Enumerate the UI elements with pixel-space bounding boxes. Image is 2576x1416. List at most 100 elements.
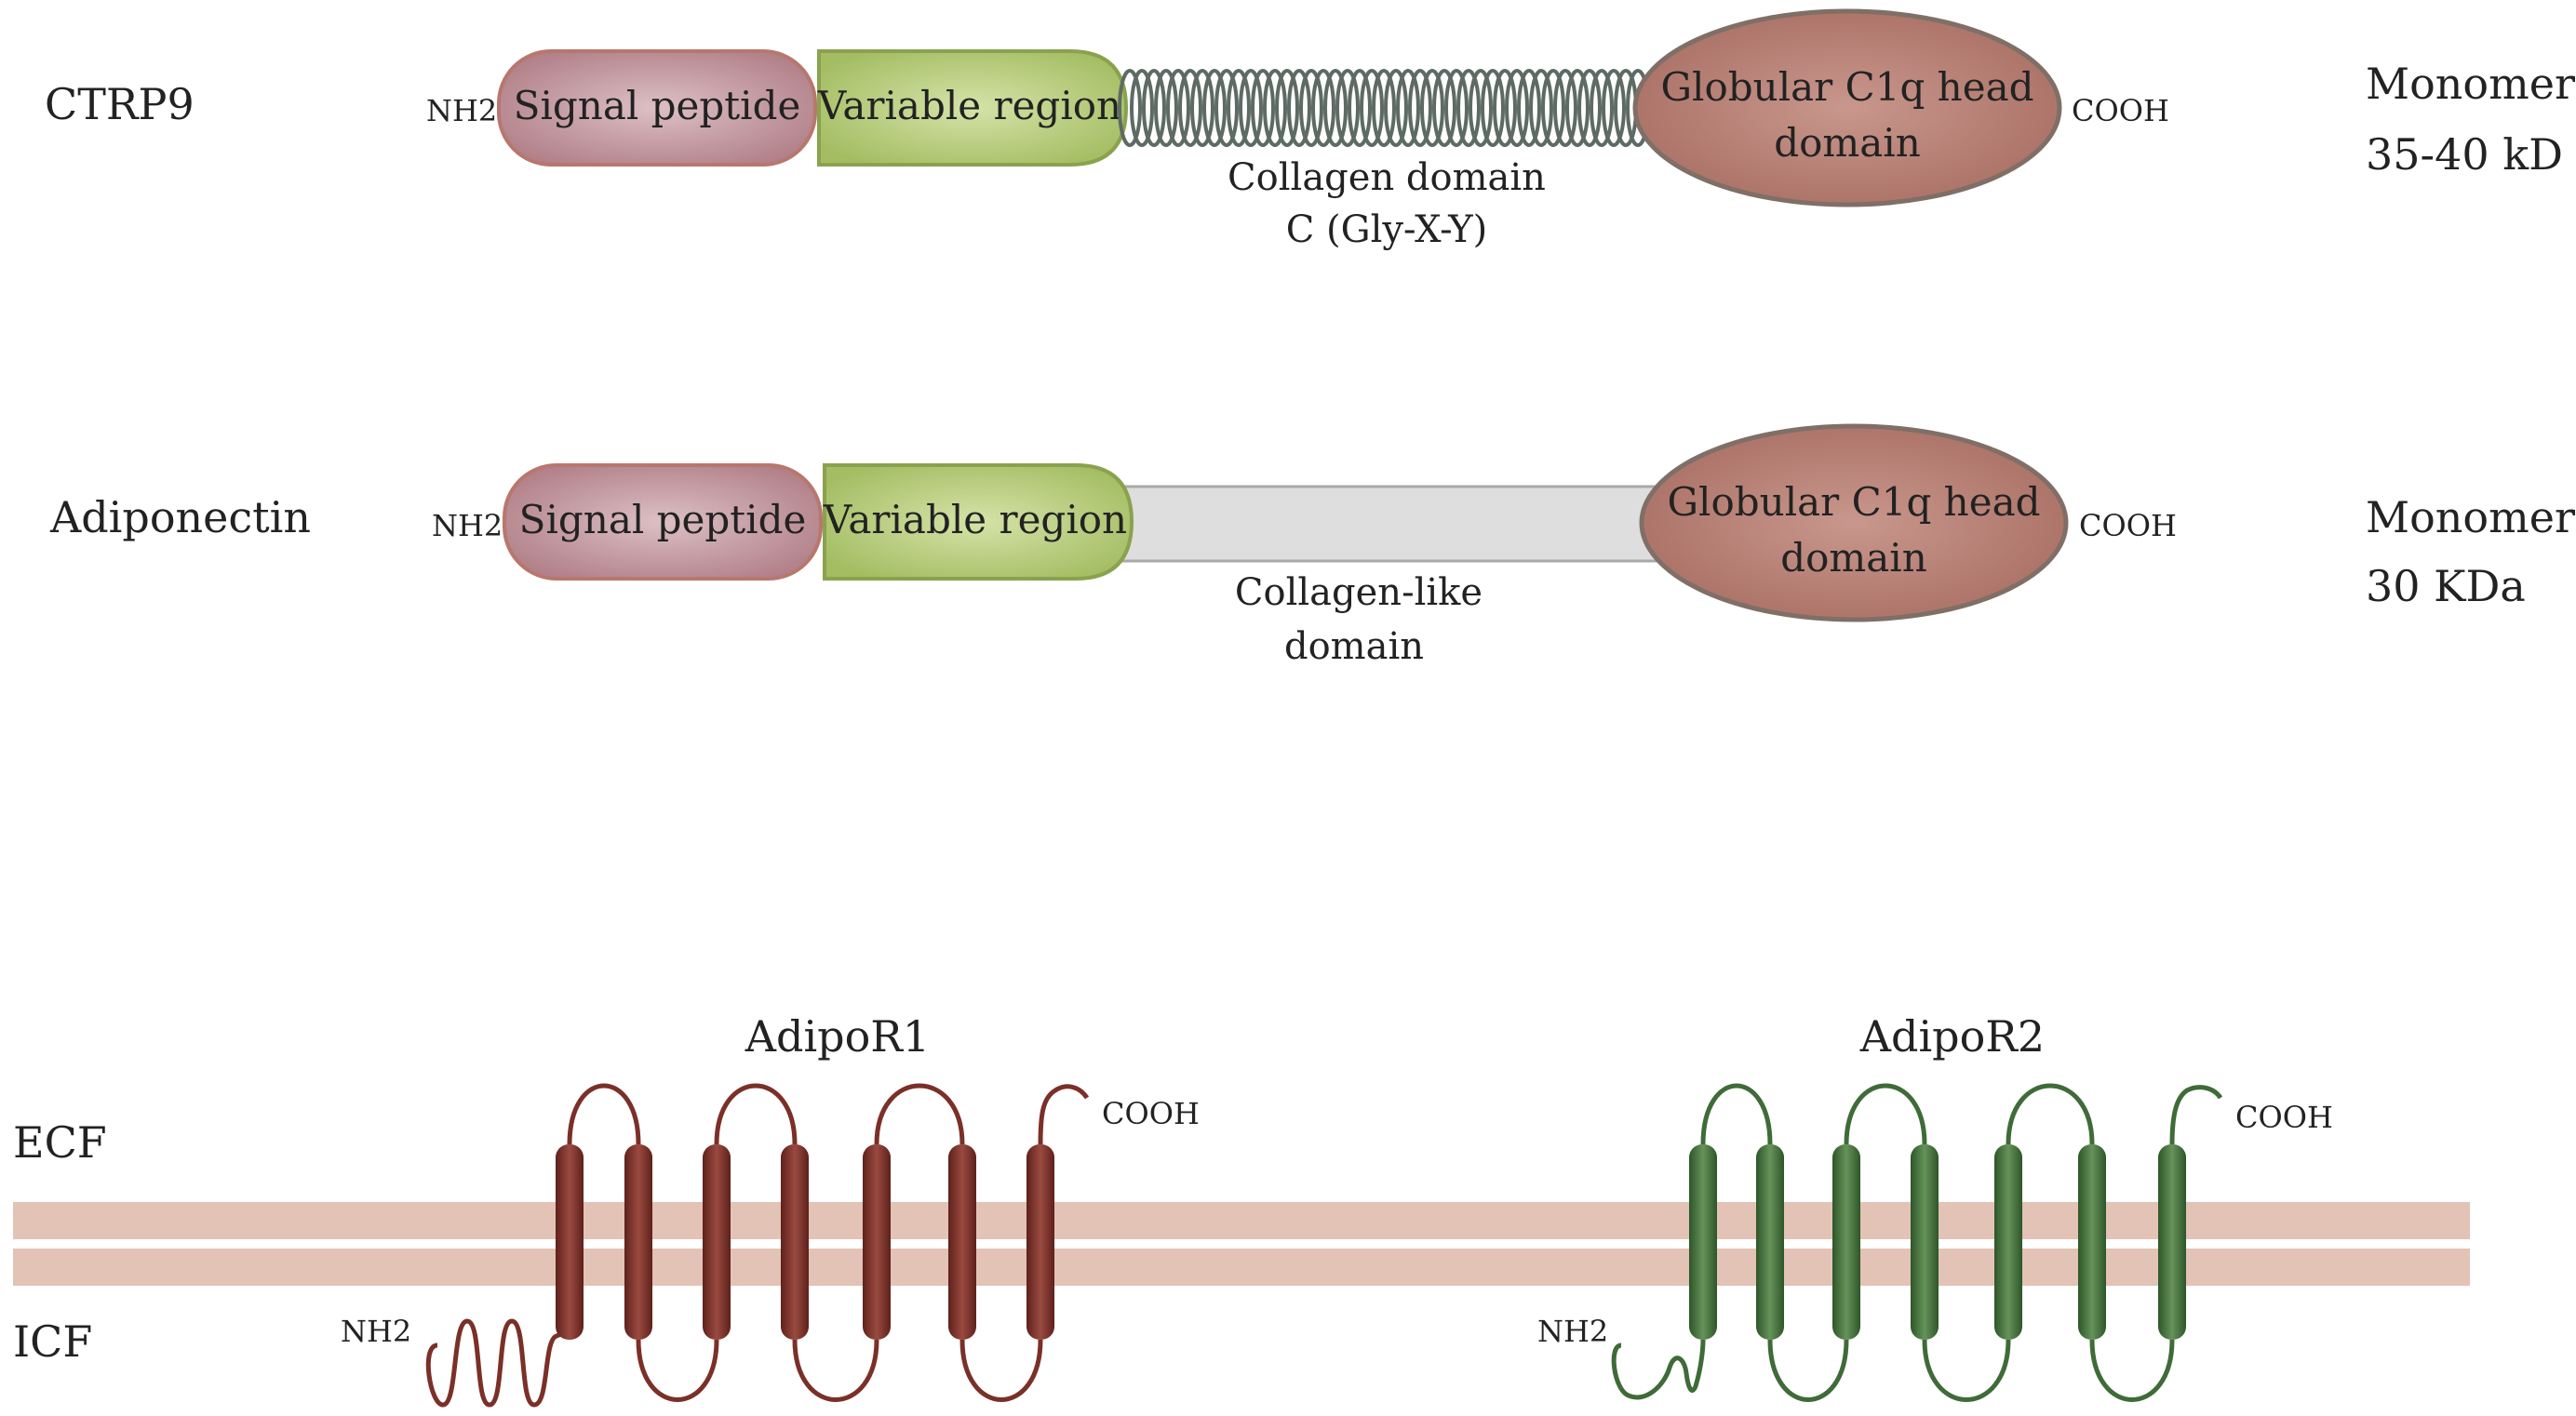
collagen-coil-turn bbox=[1553, 69, 1577, 147]
collagen-coil-turn bbox=[1420, 69, 1444, 147]
adiponectin-globular-label-line1: Globular C1q head bbox=[1667, 479, 2040, 525]
c-terminal-tail bbox=[2169, 1085, 2223, 1145]
collagen-coil-turn bbox=[1299, 69, 1323, 147]
collagen-coil-turn bbox=[1577, 69, 1602, 147]
collagen-coil-turn bbox=[1154, 69, 1178, 147]
ecf-label: ECF bbox=[13, 1117, 107, 1168]
adiponectin-row: Adiponectin NH2 Signal peptide Variable … bbox=[49, 423, 2575, 668]
ctrp9-variable-region bbox=[817, 49, 1129, 167]
collagen-coil-turn bbox=[1602, 69, 1626, 147]
adiponectin-signal-peptide-label: Signal peptide bbox=[519, 497, 807, 542]
adipor1-loops bbox=[425, 1083, 1090, 1408]
collagen-coil-turn bbox=[1517, 69, 1541, 147]
collagen-coil-turn bbox=[1263, 69, 1287, 147]
transmembrane-helix bbox=[1994, 1144, 2022, 1340]
collagen-coil-turn bbox=[1541, 69, 1565, 147]
adipor2-name: AdipoR2 bbox=[1859, 1011, 2045, 1062]
n-terminal-tail bbox=[1611, 1339, 1706, 1400]
adipor2-helices bbox=[1689, 1144, 2186, 1340]
adipor1-name: AdipoR1 bbox=[745, 1011, 930, 1062]
adiponectin-signal-peptide bbox=[503, 463, 823, 581]
receptor-loop bbox=[2089, 1339, 2175, 1402]
receptor-loop bbox=[1844, 1083, 1927, 1145]
collagen-coil-turn bbox=[1493, 69, 1517, 147]
collagen-coil-turn bbox=[1408, 69, 1432, 147]
collagen-coil-turn bbox=[1360, 69, 1384, 147]
collagen-coil-turn bbox=[1565, 69, 1590, 147]
adipor2-receptor: AdipoR2 COOH NH2 bbox=[1537, 1011, 2333, 1402]
receptor-loop bbox=[2006, 1083, 2095, 1145]
ctrp9-collagen-label-line1: Collagen domain bbox=[1228, 156, 1546, 199]
collagen-coil-turn bbox=[1335, 69, 1360, 147]
adiponectin-n-terminus: NH2 bbox=[432, 508, 503, 543]
collagen-coil-turn bbox=[1202, 69, 1227, 147]
transmembrane-helix bbox=[1689, 1144, 1717, 1340]
transmembrane-helix bbox=[1832, 1144, 1860, 1340]
transmembrane-helix bbox=[948, 1144, 976, 1340]
collagen-coil-turn bbox=[1190, 69, 1214, 147]
transmembrane-helix bbox=[1911, 1144, 1939, 1340]
collagen-coil-turn bbox=[1505, 69, 1529, 147]
adipor2-loops bbox=[1611, 1083, 2223, 1402]
n-terminal-tail bbox=[425, 1318, 570, 1408]
collagen-coil-turn bbox=[1130, 69, 1154, 147]
ctrp9-signal-peptide-label: Signal peptide bbox=[514, 83, 801, 128]
collagen-coil-turn bbox=[1227, 69, 1251, 147]
adiponectin-variable-region-label: Variable region bbox=[823, 497, 1127, 542]
ctrp9-collagen-coil bbox=[1118, 69, 1650, 147]
collagen-coil-turn bbox=[1251, 69, 1275, 147]
adiponectin-variable-region bbox=[823, 463, 1134, 581]
receptor-loop bbox=[792, 1339, 879, 1402]
adiponectin-globular-label-line2: domain bbox=[1780, 535, 1927, 581]
collagen-coil-turn bbox=[1323, 69, 1348, 147]
ctrp9-globular-head bbox=[1632, 8, 2062, 207]
cell-membrane: ECF ICF bbox=[13, 1117, 2470, 1367]
ctrp9-row: CTRP9 NH2 Signal peptide Variable region… bbox=[45, 8, 2575, 251]
icf-label: ICF bbox=[13, 1316, 92, 1367]
collagen-coil-turn bbox=[1166, 69, 1190, 147]
collagen-coil-turn bbox=[1456, 69, 1481, 147]
transmembrane-helix bbox=[556, 1144, 584, 1340]
ctrp9-size-line1: Monomer bbox=[2366, 59, 2575, 109]
collagen-coil-turn bbox=[1372, 69, 1396, 147]
ctrp9-globular-label-line2: domain bbox=[1774, 120, 1921, 166]
collagen-coil-turn bbox=[1214, 69, 1239, 147]
collagen-coil-turn bbox=[1287, 69, 1311, 147]
adiponectin-name: Adiponectin bbox=[49, 492, 311, 542]
ctrp9-n-terminus: NH2 bbox=[426, 93, 497, 128]
receptor-loop bbox=[1767, 1339, 1849, 1402]
receptor-loop bbox=[959, 1339, 1043, 1402]
adipor1-c-terminus: COOH bbox=[1102, 1096, 1200, 1131]
adipor1-helices bbox=[556, 1144, 1054, 1340]
ctrp9-globular-label-line1: Globular C1q head bbox=[1660, 64, 2033, 110]
collagen-coil-turn bbox=[1481, 69, 1505, 147]
collagen-coil-turn bbox=[1444, 69, 1469, 147]
adipor1-receptor: AdipoR1 COOH NH2 bbox=[341, 1011, 1200, 1408]
c-terminal-tail bbox=[1038, 1084, 1090, 1145]
transmembrane-helix bbox=[1756, 1144, 1784, 1340]
transmembrane-helix bbox=[703, 1144, 731, 1340]
transmembrane-helix bbox=[2158, 1144, 2186, 1340]
adiponectin-globular-head bbox=[1639, 423, 2069, 622]
collagen-coil-turn bbox=[1275, 69, 1299, 147]
collagen-coil-turn bbox=[1396, 69, 1420, 147]
transmembrane-helix bbox=[863, 1144, 891, 1340]
adipor2-n-terminus: NH2 bbox=[1537, 1314, 1608, 1349]
collagen-coil-turn bbox=[1432, 69, 1456, 147]
collagen-coil-turn bbox=[1311, 69, 1335, 147]
receptor-loop bbox=[567, 1083, 641, 1145]
membrane-inner-leaflet bbox=[13, 1249, 2470, 1286]
adiponectin-c-terminus: COOH bbox=[2079, 508, 2177, 543]
collagen-coil-turn bbox=[1384, 69, 1408, 147]
collagen-coil-turn bbox=[1590, 69, 1614, 147]
collagen-coil-turn bbox=[1118, 69, 1142, 147]
collagen-coil-turn bbox=[1348, 69, 1372, 147]
adipor2-c-terminus: COOH bbox=[2235, 1100, 2333, 1135]
receptor-loop bbox=[1700, 1083, 1773, 1145]
ctrp9-name: CTRP9 bbox=[45, 79, 195, 129]
collagen-coil-turn bbox=[1469, 69, 1493, 147]
transmembrane-helix bbox=[1026, 1144, 1054, 1340]
ctrp9-variable-region-label: Variable region bbox=[817, 83, 1121, 128]
collagen-coil-turn bbox=[1529, 69, 1553, 147]
